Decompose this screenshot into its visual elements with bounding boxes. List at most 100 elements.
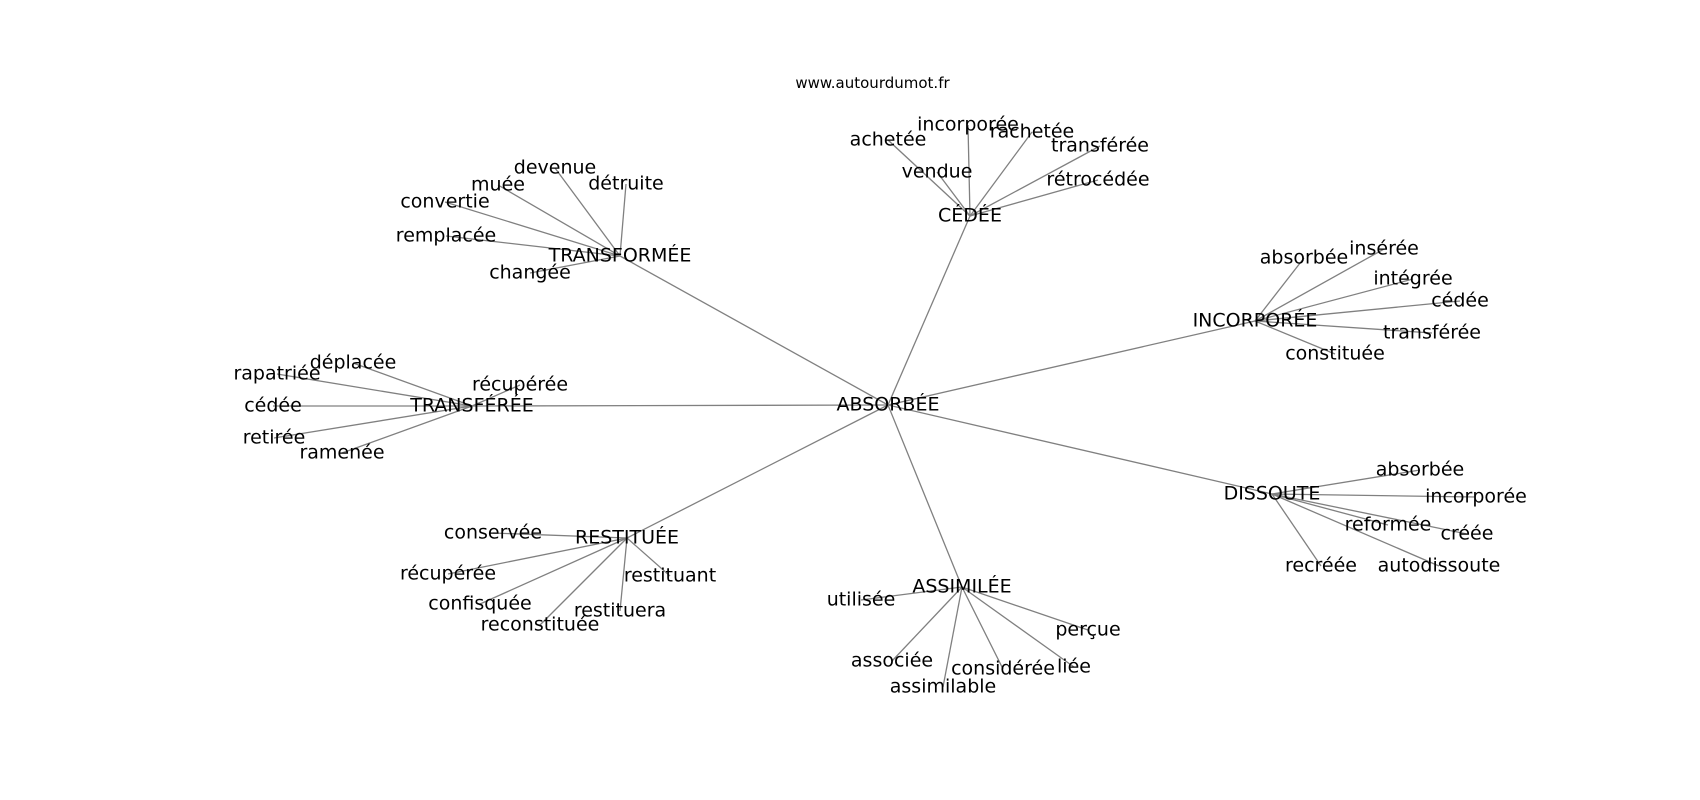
edge-hub-to-leaf: [626, 537, 671, 577]
edge-hub-to-leaf: [444, 201, 621, 257]
edge-hub-to-leaf: [1271, 493, 1440, 567]
edge-hub-to-leaf: [1271, 469, 1421, 495]
hub-node-label: ASSIMILÉE: [912, 575, 1011, 598]
edge-hub-to-leaf: [887, 139, 971, 217]
edge-hub-to-leaf: [967, 124, 971, 217]
leaf-node-label: liée: [1057, 656, 1091, 678]
leaf-node-label: rachetée: [990, 121, 1074, 143]
leaf-node-label: associée: [851, 650, 933, 672]
edge-hub-to-leaf: [1271, 493, 1468, 535]
edge-hub-to-leaf: [1254, 320, 1336, 355]
leaf-node-label: remplacée: [396, 225, 496, 247]
leaf-node-label: conservée: [444, 522, 542, 544]
edge-hub-to-leaf: [276, 373, 473, 407]
edge-hub-to-leaf: [969, 179, 1099, 217]
edge-hub-to-leaf: [860, 586, 963, 601]
labels: ABSORBÉECÉDÉEachetéeincorporéerachetéetr…: [233, 114, 1526, 698]
leaf-node-label: muée: [471, 174, 525, 196]
hub-node-label: TRANSFORMÉE: [548, 244, 692, 267]
edges: [273, 124, 1477, 688]
leaf-node-label: détruite: [588, 173, 663, 195]
leaf-node-label: constituée: [1285, 343, 1385, 365]
leaf-node-label: créée: [1441, 523, 1494, 545]
edge-hub-to-leaf: [492, 532, 628, 539]
leaf-node-label: autodissoute: [1378, 555, 1501, 577]
leaf-node-label: recréée: [1285, 555, 1357, 577]
hub-node-label: DISSOUTE: [1224, 483, 1321, 505]
hub-node-label: INCORPORÉE: [1193, 309, 1318, 332]
edge-center-to-hub: [887, 215, 971, 406]
edge-hub-to-leaf: [341, 405, 473, 454]
leaf-node-label: récupérée: [400, 563, 496, 585]
edge-hub-to-leaf: [961, 586, 1089, 631]
edge-hub-to-leaf: [1271, 493, 1477, 498]
edge-center-to-hub: [887, 320, 1256, 406]
leaf-node-label: rapatriée: [233, 363, 320, 385]
leaf-node-label: restituera: [574, 600, 666, 622]
leaf-node-label: intégrée: [1373, 268, 1452, 290]
leaf-node-label: rétrocédée: [1046, 169, 1149, 191]
edge-hub-to-leaf: [1254, 278, 1414, 322]
edge-hub-to-leaf: [1271, 493, 1389, 526]
edge-center-to-hub: [471, 404, 889, 407]
leaf-node-label: perçue: [1055, 619, 1120, 641]
edge-center-to-hub: [626, 404, 889, 539]
edge-hub-to-leaf: [1254, 320, 1433, 334]
edge-hub-to-leaf: [891, 586, 963, 662]
edge-hub-to-leaf: [1254, 248, 1385, 322]
leaf-node-label: cédée: [244, 395, 302, 417]
hub-node-label: CÉDÉE: [938, 204, 1002, 227]
edge-center-to-hub: [887, 404, 963, 588]
leaf-node-label: reconstituée: [481, 614, 600, 636]
edge-hub-to-leaf: [1254, 257, 1305, 322]
edge-hub-to-leaf: [479, 537, 628, 605]
edge-hub-to-leaf: [471, 384, 521, 407]
leaf-node-label: changée: [489, 262, 571, 284]
edge-hub-to-leaf: [352, 362, 473, 407]
edge-hub-to-leaf: [554, 167, 621, 257]
leaf-node-label: vendue: [902, 161, 973, 183]
edge-hub-to-leaf: [1254, 300, 1461, 322]
leaf-node-label: confisquée: [428, 593, 531, 615]
source-label: www.autourdumot.fr: [795, 74, 950, 92]
edge-hub-to-leaf: [1271, 493, 1322, 567]
edge-hub-to-leaf: [619, 183, 627, 257]
edge-hub-to-leaf: [529, 255, 621, 274]
leaf-node-label: transférée: [1383, 322, 1481, 344]
edge-center-to-hub: [887, 404, 1273, 495]
edge-hub-to-leaf: [961, 586, 1075, 668]
leaf-node-label: incorporée: [917, 114, 1019, 136]
leaf-node-label: assimilable: [890, 676, 996, 698]
edge-hub-to-leaf: [445, 235, 621, 257]
leaf-node-label: insérée: [1349, 238, 1419, 260]
edge-hub-to-leaf: [936, 171, 971, 217]
leaf-node-label: convertie: [400, 191, 489, 213]
edge-hub-to-leaf: [539, 537, 628, 626]
leaf-node-label: cédée: [1431, 290, 1489, 312]
edge-hub-to-leaf: [447, 537, 628, 575]
leaf-node-label: retirée: [243, 427, 306, 449]
leaf-node-label: considérée: [951, 658, 1055, 680]
hub-node-label: TRANSFÉRÉE: [409, 394, 533, 417]
edge-hub-to-leaf: [497, 184, 621, 257]
edge-hub-to-leaf: [942, 586, 963, 688]
leaf-node-label: récupérée: [472, 374, 568, 396]
center-node-label: ABSORBÉE: [837, 393, 940, 416]
leaf-node-label: reformée: [1345, 514, 1432, 536]
leaf-node-label: déplacée: [310, 352, 397, 374]
hub-node-label: RESTITUÉE: [575, 526, 679, 549]
leaf-node-label: utilisée: [827, 589, 896, 611]
edge-hub-to-leaf: [969, 145, 1101, 217]
leaf-node-label: transférée: [1051, 135, 1149, 157]
leaf-node-label: restituant: [624, 565, 716, 587]
edge-center-to-hub: [619, 255, 889, 406]
leaf-node-label: devenue: [514, 157, 596, 179]
leaf-node-label: incorporée: [1425, 486, 1527, 508]
edge-hub-to-leaf: [619, 537, 628, 612]
leaf-node-label: absorbée: [1260, 247, 1348, 269]
edge-hub-to-leaf: [273, 405, 473, 439]
edge-hub-to-leaf: [969, 131, 1033, 217]
leaf-node-label: absorbée: [1376, 459, 1464, 481]
leaf-node-label: ramenée: [299, 442, 384, 464]
